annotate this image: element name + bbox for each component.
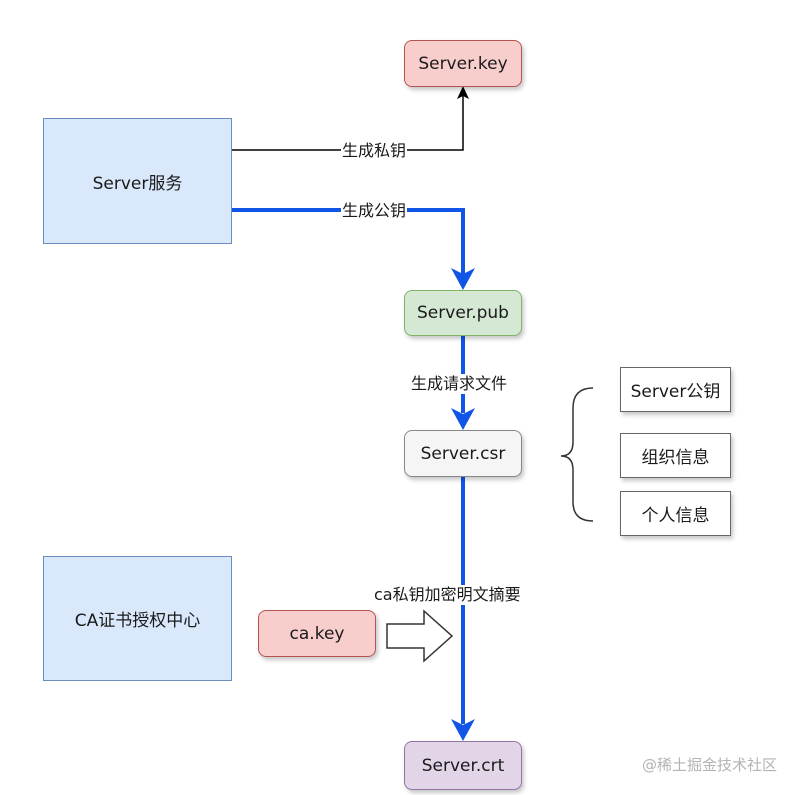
ca-key-label: ca.key — [289, 623, 345, 644]
ca-center-label: CA证书授权中心 — [74, 611, 201, 631]
edge-label-gen-public-key: 生成公钥 — [341, 201, 408, 221]
request-arrowhead — [451, 408, 475, 430]
edge-label-gen-private-key: 生成私钥 — [341, 141, 408, 161]
public-key-connector — [232, 208, 465, 274]
csr-content-organization-label: 组织信息 — [641, 448, 710, 468]
server-pub-node: Server.pub — [404, 290, 522, 336]
server-key-node: Server.key — [404, 40, 522, 87]
server-service-label: Server服务 — [92, 173, 183, 194]
public-key-arrowhead — [451, 268, 475, 290]
csr-content-personal-label: 个人信息 — [641, 506, 710, 526]
csr-content-public-key-label: Server公钥 — [630, 382, 721, 402]
ca-key-node: ca.key — [258, 610, 376, 657]
edge-label-ca-encrypt-digest: ca私钥加密明文摘要 — [373, 585, 522, 605]
csr-contents-brace — [560, 387, 594, 522]
server-key-label: Server.key — [418, 53, 508, 74]
server-crt-node: Server.crt — [404, 741, 522, 790]
ca-center-node: CA证书授权中心 — [43, 556, 232, 681]
server-pub-label: Server.pub — [417, 303, 509, 323]
ca-key-block-arrow — [386, 609, 454, 663]
csr-content-personal: 个人信息 — [620, 491, 731, 536]
server-crt-label: Server.crt — [421, 755, 505, 776]
watermark: @稀土掘金技术社区 — [642, 756, 778, 774]
server-service-node: Server服务 — [43, 118, 232, 244]
server-csr-node: Server.csr — [404, 430, 522, 477]
private-key-arrowhead — [457, 86, 469, 99]
csr-content-public-key: Server公钥 — [620, 367, 731, 412]
sign-arrowhead — [451, 719, 475, 741]
private-key-connector — [232, 95, 464, 151]
server-csr-label: Server.csr — [420, 443, 506, 464]
csr-content-organization: 组织信息 — [620, 433, 731, 478]
edge-label-gen-request-file: 生成请求文件 — [410, 374, 509, 394]
